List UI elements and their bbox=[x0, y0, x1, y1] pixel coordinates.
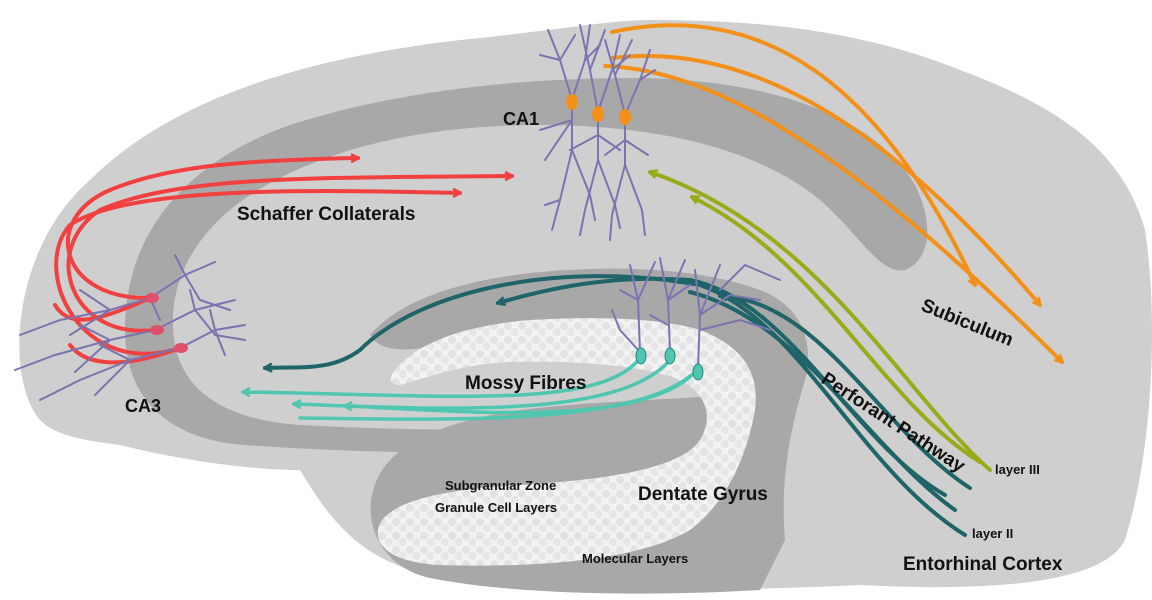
ca1-soma bbox=[592, 106, 604, 122]
label-layer-iii: layer III bbox=[995, 462, 1040, 477]
label-entorhinal-cortex: Entorhinal Cortex bbox=[903, 554, 1063, 575]
label-ca3: CA3 bbox=[125, 396, 161, 416]
ca3-soma bbox=[145, 293, 159, 303]
label-layer-ii: layer II bbox=[972, 526, 1013, 541]
label-schaffer-collaterals: Schaffer Collaterals bbox=[237, 204, 415, 225]
label-ca1: CA1 bbox=[503, 109, 539, 129]
ca3-soma bbox=[174, 343, 188, 353]
label-molecular-layers: Molecular Layers bbox=[582, 551, 688, 566]
label-granule-cell-layers: Granule Cell Layers bbox=[435, 500, 557, 515]
ca3-soma bbox=[150, 325, 164, 335]
dg-soma bbox=[665, 348, 675, 364]
label-mossy-fibres: Mossy Fibres bbox=[465, 373, 586, 394]
dg-soma bbox=[693, 364, 703, 380]
label-subgranular-zone: Subgranular Zone bbox=[445, 478, 556, 493]
ca1-soma bbox=[566, 94, 578, 110]
ca1-soma bbox=[619, 109, 631, 125]
label-dentate-gyrus: Dentate Gyrus bbox=[638, 484, 768, 505]
dg-soma bbox=[636, 348, 646, 364]
